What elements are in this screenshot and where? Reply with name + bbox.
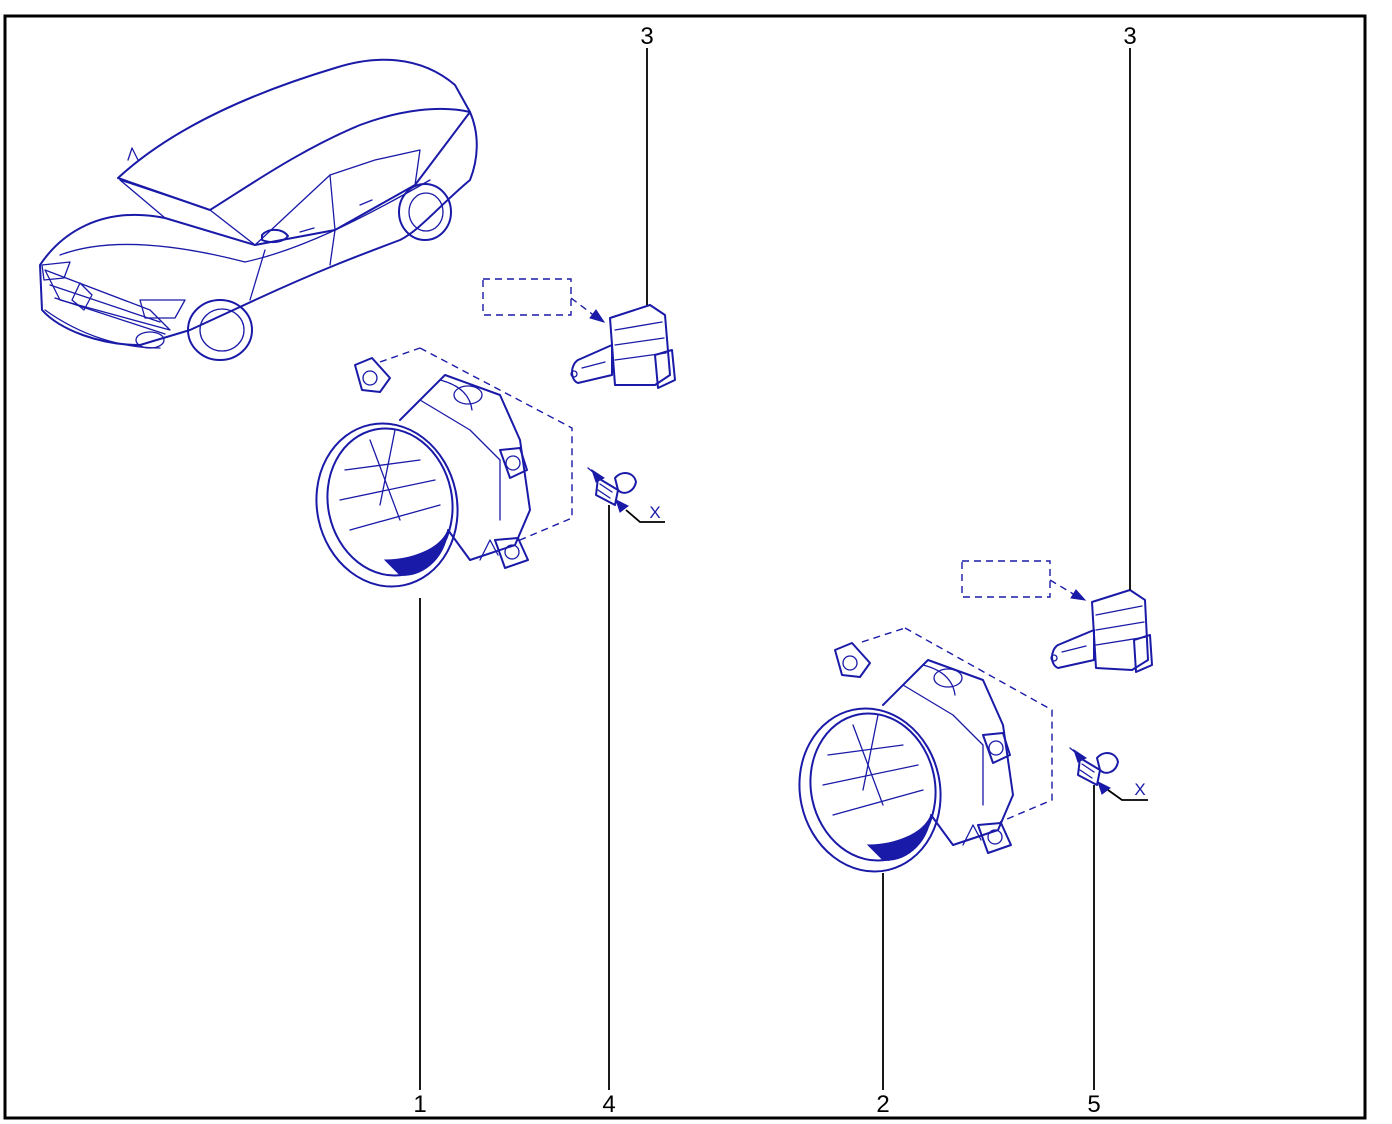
screw-left: X (587, 467, 665, 523)
diagram-frame (3, 14, 1367, 1120)
torque-mark-left: X (649, 503, 660, 522)
callout-screw-left: 4 (602, 1091, 615, 1118)
callout-bulb-left: 3 (640, 23, 653, 50)
callout-fog-lamp-left: 1 (413, 1091, 426, 1118)
torque-mark-right: X (1134, 780, 1145, 799)
callout-numbers: 1 2 3 3 4 5 (413, 23, 1136, 1118)
leader-lines (419, 48, 1131, 1090)
fog-lamp-right (798, 627, 1053, 873)
callout-fog-lamp-right: 2 (876, 1091, 889, 1118)
callout-bulb-right: 3 (1123, 23, 1136, 50)
callout-screw-right: 5 (1087, 1091, 1100, 1118)
car-illustration (39, 58, 478, 361)
screw-right: X (1069, 747, 1148, 801)
fog-lamp-left (315, 347, 573, 588)
bulb-left (482, 278, 676, 389)
bulb-left-label-box (482, 278, 572, 316)
bulb-right-label-box (961, 560, 1051, 598)
bulb-right (961, 560, 1153, 673)
